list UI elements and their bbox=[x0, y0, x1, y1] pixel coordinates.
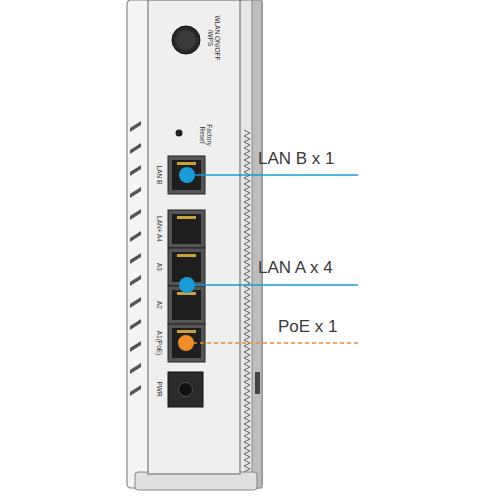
callout-label: LAN B x 1 bbox=[258, 149, 335, 169]
port-label: A3 bbox=[156, 263, 163, 271]
wlan-button-face bbox=[176, 30, 196, 50]
button-label: Factory Reset bbox=[198, 122, 212, 148]
port-marker bbox=[179, 167, 195, 183]
housing-left bbox=[127, 0, 151, 488]
grip-ridges bbox=[244, 130, 250, 472]
housing-edge bbox=[252, 0, 262, 488]
back-panel bbox=[148, 0, 240, 474]
leader-line bbox=[187, 284, 358, 286]
port-marker bbox=[178, 335, 194, 351]
side-clip bbox=[255, 372, 260, 394]
reset-hole bbox=[176, 130, 183, 137]
leader-line bbox=[187, 174, 358, 176]
callout-label: LAN A x 4 bbox=[258, 258, 333, 278]
port-label: PWR bbox=[156, 381, 163, 396]
port-label: LAN+ A4 bbox=[156, 216, 163, 242]
callout-label: PoE x 1 bbox=[278, 317, 338, 337]
port-label: LAN B bbox=[156, 166, 163, 185]
housing-right bbox=[238, 0, 262, 488]
power-jack-hole bbox=[179, 383, 193, 397]
leader-line bbox=[186, 342, 358, 344]
button-label: WLAN ON/OFF /WPS bbox=[206, 15, 220, 61]
port-label: A2 bbox=[156, 301, 163, 309]
power-jack bbox=[168, 372, 203, 407]
port-label: A1(PoE) bbox=[156, 331, 163, 356]
ethernet-ports bbox=[168, 156, 205, 362]
wlan-button bbox=[172, 26, 200, 54]
vent-slats bbox=[130, 121, 141, 396]
port-marker bbox=[179, 277, 195, 293]
housing-base bbox=[135, 472, 257, 490]
